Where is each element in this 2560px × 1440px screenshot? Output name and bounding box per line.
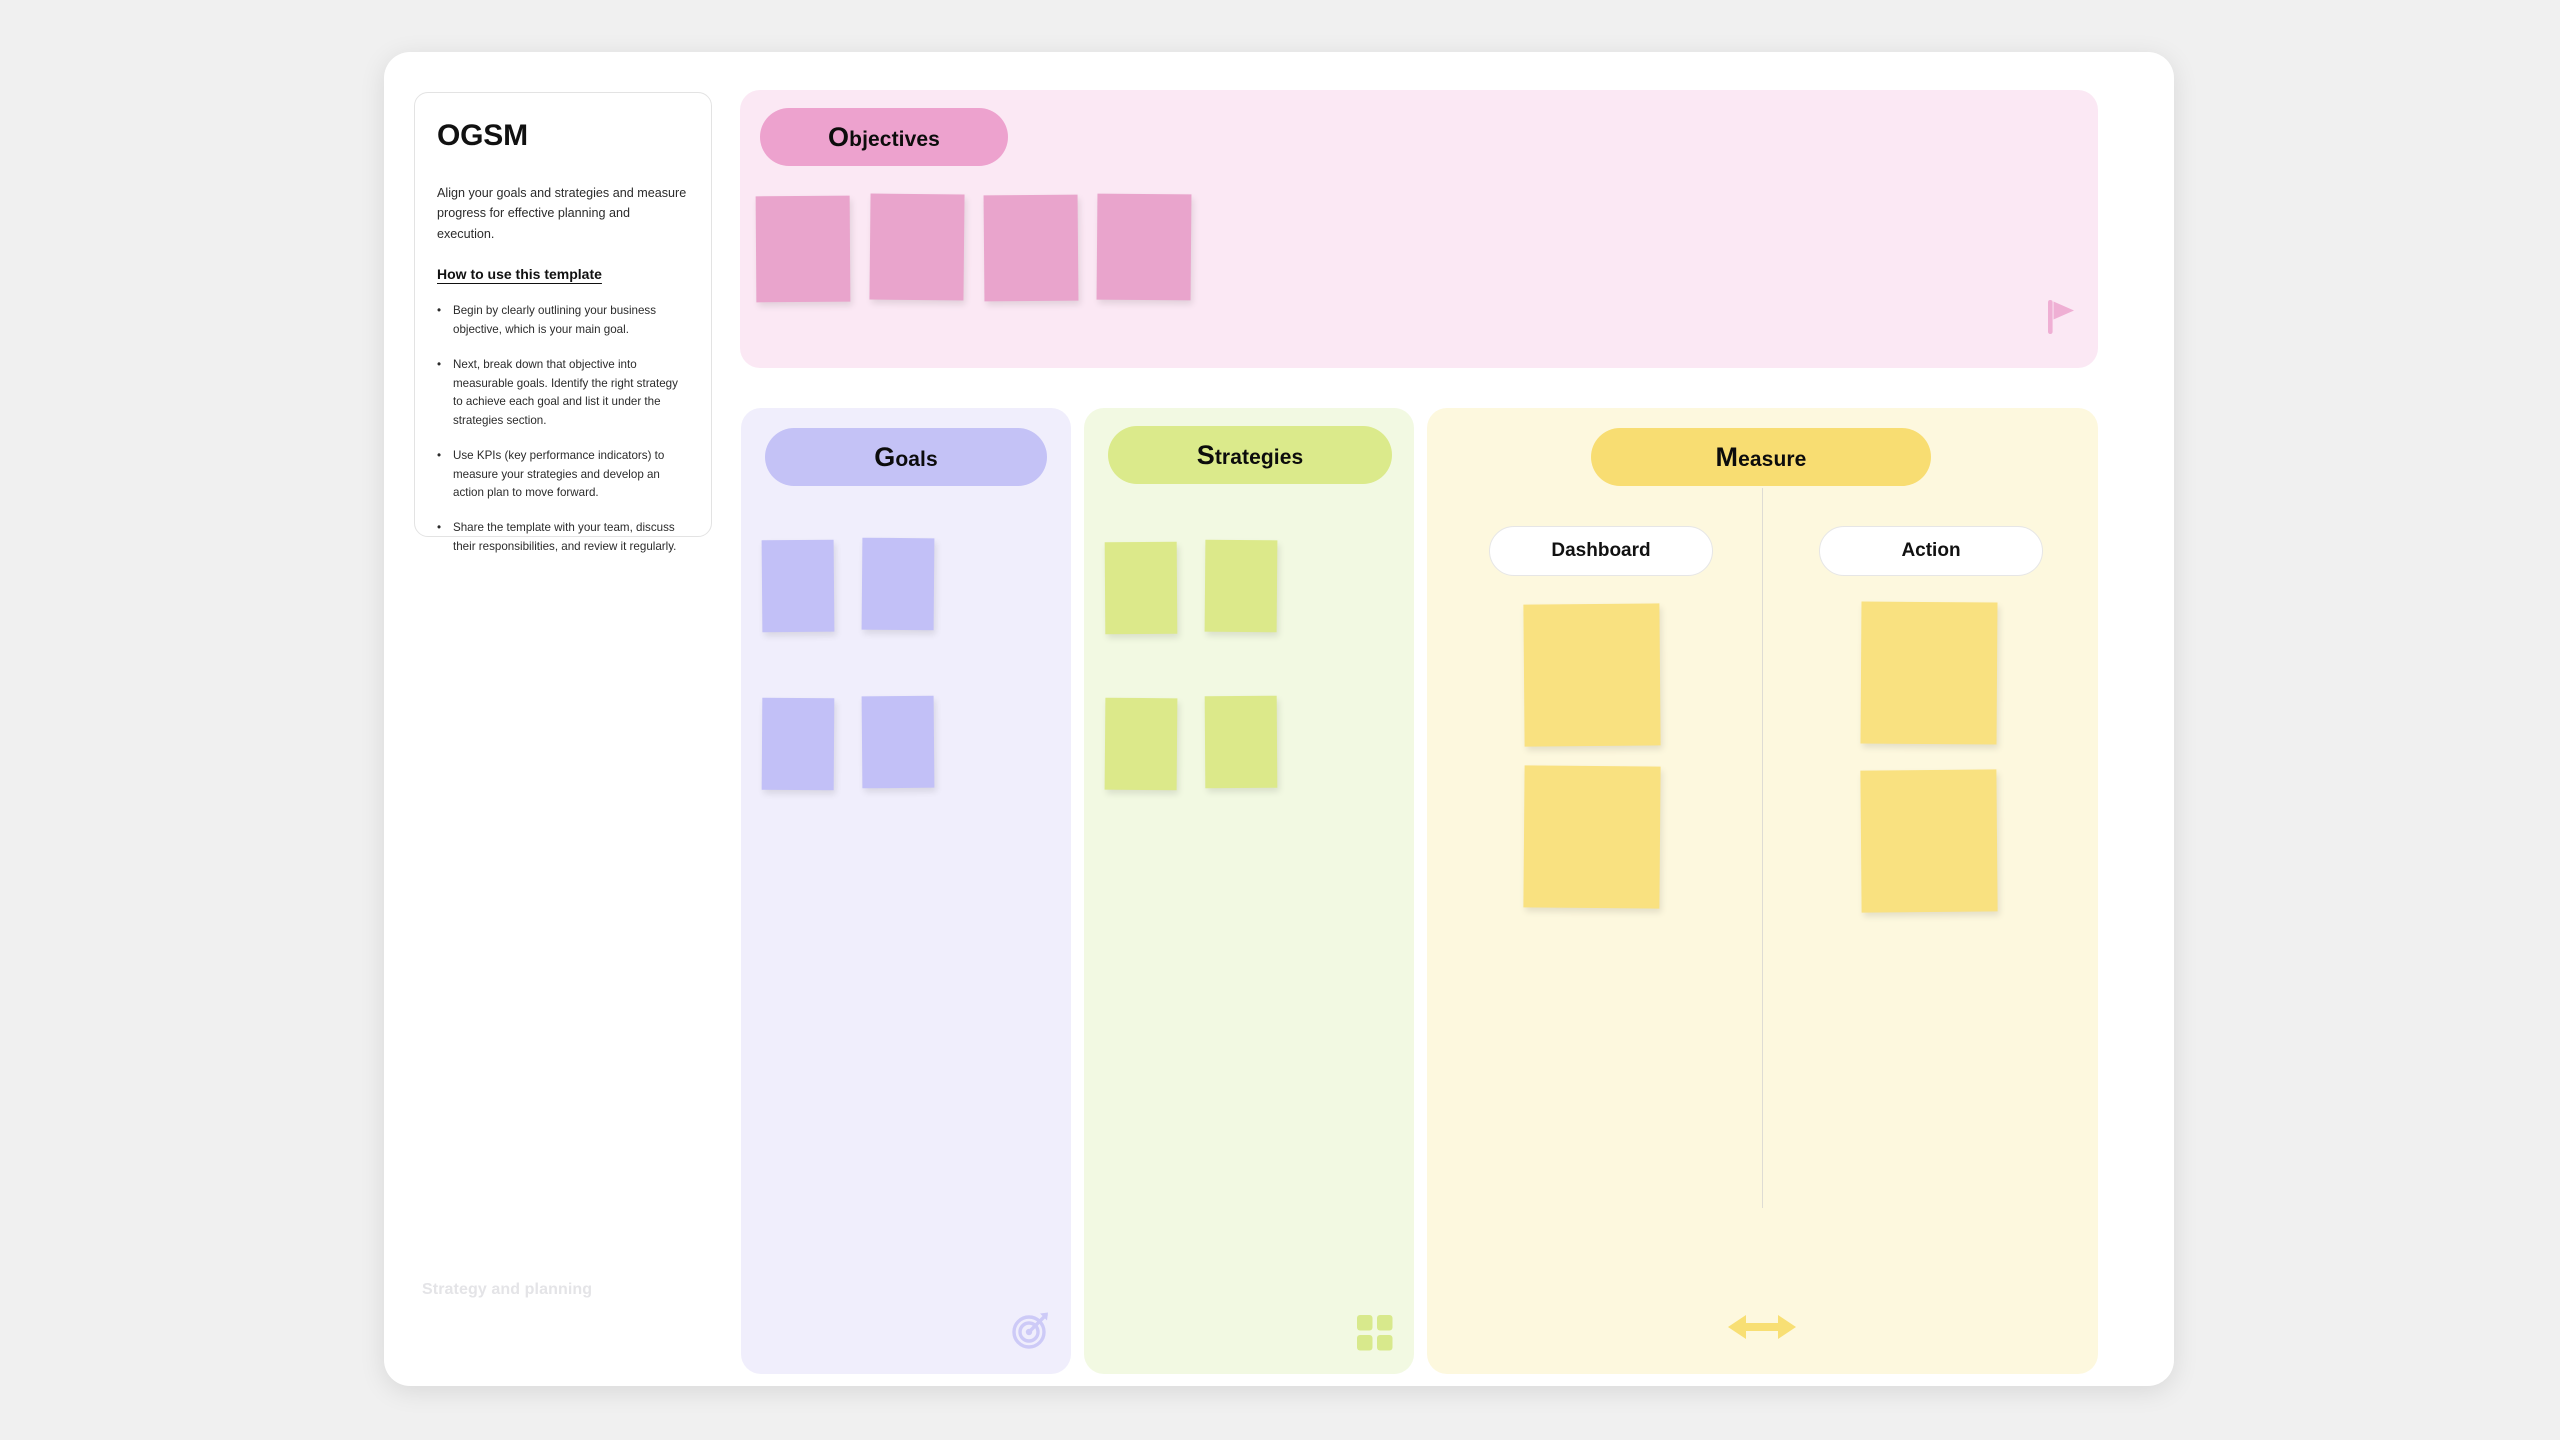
flag-icon	[2048, 300, 2074, 334]
board-category-label: Strategy and planning	[422, 1281, 593, 1298]
bullet-marker: •	[437, 304, 442, 318]
title-initial: S	[1196, 439, 1215, 470]
sticky-note[interactable]	[761, 697, 835, 791]
list-item-text: Next, break down that objective into mea…	[453, 357, 678, 428]
sticky-note[interactable]	[1523, 603, 1661, 747]
grid-squares-icon	[1357, 1315, 1393, 1351]
sticky-note[interactable]	[1204, 539, 1278, 633]
list-item: • Use KPIs (key performance indicators) …	[437, 447, 689, 503]
sticky-note[interactable]	[1523, 765, 1661, 909]
sticky-note[interactable]	[861, 695, 935, 789]
title-rest: bjectives	[849, 127, 940, 151]
page-title: OGSM	[437, 119, 528, 152]
sticky-note[interactable]	[869, 193, 965, 301]
sticky-note[interactable]	[1860, 769, 1998, 913]
title-initial: O	[828, 121, 850, 152]
how-to-use-heading: How to use this template	[437, 266, 602, 283]
bullet-marker: •	[437, 448, 442, 462]
sticky-note[interactable]	[1204, 695, 1278, 789]
sticky-note[interactable]	[983, 194, 1079, 302]
title-rest: oals	[895, 447, 938, 471]
measure-column-divider	[1762, 488, 1763, 1208]
sticky-note[interactable]	[755, 195, 851, 303]
subpanel-header-action[interactable]: Action	[1819, 526, 2043, 576]
list-item: • Share the template with your team, dis…	[437, 519, 689, 557]
sticky-note[interactable]	[1104, 541, 1178, 635]
title-rest: easure	[1738, 447, 1807, 471]
template-description: Align your goals and strategies and meas…	[437, 186, 687, 241]
template-info-card: OGSM Align your goals and strategies and…	[414, 92, 712, 553]
sticky-note[interactable]	[1860, 601, 1998, 745]
target-arrow-icon	[1012, 1312, 1048, 1349]
title-rest: trategies	[1214, 445, 1304, 469]
title-initial: G	[874, 441, 896, 472]
title-initial: M	[1715, 441, 1739, 472]
sticky-note[interactable]	[1096, 193, 1192, 301]
double-arrow-horizontal-icon	[1728, 1315, 1796, 1339]
board-canvas: OGSM Align your goals and strategies and…	[384, 52, 2174, 1386]
list-item-text: Share the template with your team, discu…	[453, 521, 677, 553]
list-item: • Begin by clearly outlining your busine…	[437, 302, 689, 340]
sticky-note[interactable]	[861, 537, 935, 631]
list-item: • Next, break down that objective into m…	[437, 356, 689, 431]
bullet-marker: •	[437, 521, 442, 535]
list-item-text: Begin by clearly outlining your business…	[453, 304, 657, 336]
bullet-marker: •	[437, 357, 442, 371]
list-item-text: Use KPIs (key performance indicators) to…	[453, 448, 665, 500]
sticky-note[interactable]	[1104, 697, 1178, 791]
sticky-note[interactable]	[761, 539, 835, 633]
subpanel-header-dashboard[interactable]: Dashboard	[1489, 526, 1713, 576]
